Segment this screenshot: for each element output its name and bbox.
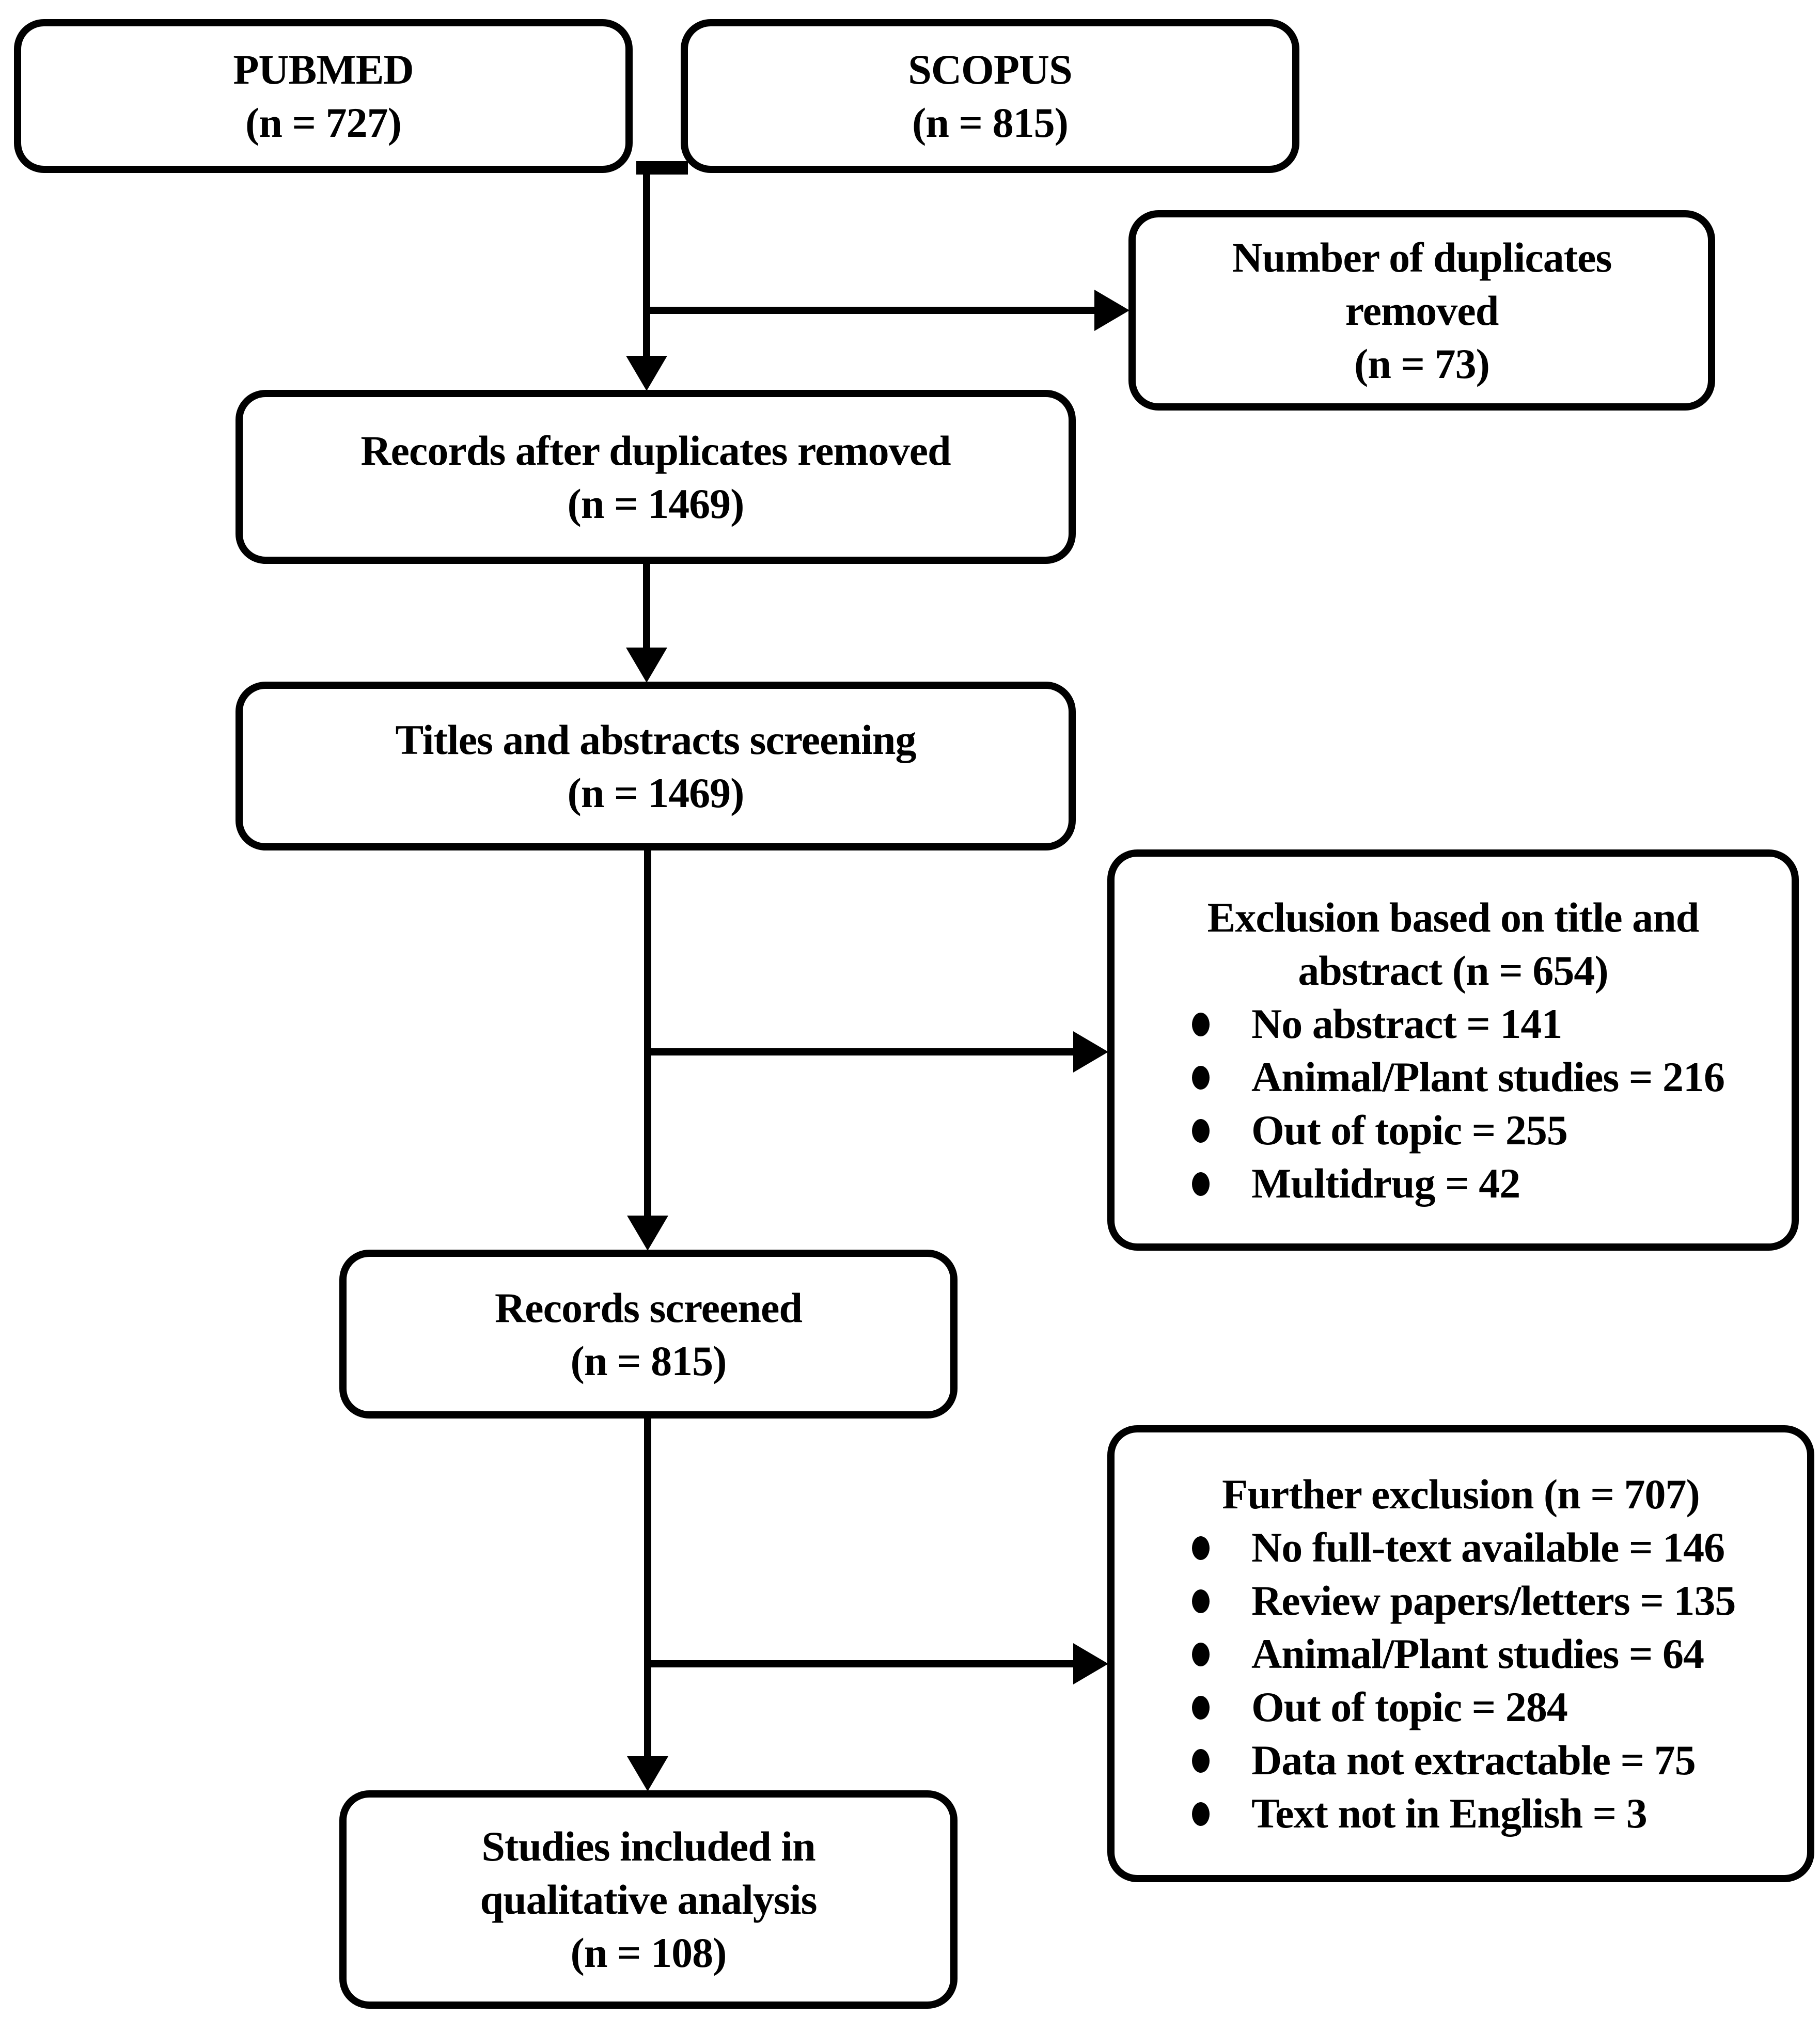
exclusion1-title-line1: Exclusion based on title and (1207, 893, 1700, 941)
bullet-icon (1192, 1172, 1210, 1196)
bullet-icon (1192, 1065, 1210, 1090)
records-after-count: (n = 1469) (567, 480, 745, 527)
exclusion2-item: Animal/Plant studies = 64 (1251, 1630, 1704, 1677)
bullet-icon (1192, 1749, 1210, 1773)
connector-to-exclusion2 (644, 1660, 1078, 1667)
list-item: Out of topic = 255 (1176, 1104, 1792, 1157)
list-item: No abstract = 141 (1176, 997, 1792, 1050)
bullet-icon (1192, 1643, 1210, 1666)
exclusion2-item: Review papers/letters = 135 (1251, 1577, 1736, 1624)
box-duplicates-removed: Number of duplicates removed (n = 73) (1128, 210, 1715, 411)
box-titles-abstracts-screening: Titles and abstracts screening (n = 1469… (236, 682, 1076, 850)
box-records-screened: Records screened (n = 815) (339, 1250, 958, 1419)
pubmed-count: (n = 727) (245, 99, 402, 146)
bullet-icon (1192, 1118, 1210, 1143)
connector-records-to-screening (643, 564, 650, 649)
box-scopus: SCOPUS (n = 815) (681, 19, 1299, 173)
arrow-right-icon (1094, 290, 1129, 331)
list-item: Multidrug = 42 (1176, 1157, 1792, 1210)
exclusion1-list: No abstract = 141 Animal/Plant studies =… (1115, 997, 1792, 1210)
connector-records-screened-to-studies (644, 1419, 651, 1759)
connector-screening-to-records-screened (644, 850, 651, 1218)
scopus-title: SCOPUS (908, 46, 1073, 93)
exclusion2-title: Further exclusion (n = 707) (1222, 1471, 1700, 1518)
studies-included-line2: qualitative analysis (480, 1876, 817, 1923)
arrow-right-icon (1073, 1031, 1108, 1073)
connector-to-exclusion1 (644, 1048, 1078, 1055)
list-item: Animal/Plant studies = 64 (1176, 1627, 1807, 1680)
exclusion1-item: Multidrug = 42 (1251, 1159, 1520, 1207)
exclusion2-item: No full-text available = 146 (1251, 1524, 1725, 1571)
connector-sources-to-records (643, 170, 650, 367)
list-item: Text not in English = 3 (1176, 1787, 1807, 1840)
bullet-icon (1192, 1802, 1210, 1826)
bullet-icon (1192, 1589, 1210, 1613)
records-screened-count: (n = 815) (570, 1337, 727, 1384)
arrow-down-icon (627, 1756, 668, 1791)
bullet-icon (1192, 1012, 1210, 1036)
scopus-count: (n = 815) (912, 99, 1069, 146)
exclusion2-list: No full-text available = 146 Review pape… (1115, 1521, 1807, 1840)
duplicates-count: (n = 73) (1354, 340, 1490, 387)
bullet-icon (1192, 1536, 1210, 1560)
bullet-icon (1192, 1696, 1210, 1720)
list-item: Animal/Plant studies = 216 (1176, 1050, 1792, 1104)
duplicates-line2: removed (1345, 287, 1499, 334)
box-studies-included: Studies included in qualitative analysis… (339, 1790, 958, 2009)
arrow-down-icon (626, 356, 667, 391)
exclusion2-item: Out of topic = 284 (1251, 1683, 1568, 1730)
exclusion2-item: Text not in English = 3 (1251, 1790, 1648, 1837)
exclusion1-item: Animal/Plant studies = 216 (1251, 1053, 1725, 1100)
exclusion2-item: Data not extractable = 75 (1251, 1737, 1696, 1784)
titles-screening-count: (n = 1469) (567, 769, 745, 816)
exclusion1-item: No abstract = 141 (1251, 1000, 1562, 1047)
box-records-after-duplicates: Records after duplicates removed (n = 14… (236, 390, 1076, 564)
arrow-down-icon (626, 648, 667, 683)
exclusion1-title-line2: abstract (n = 654) (1298, 947, 1608, 994)
titles-screening-title: Titles and abstracts screening (395, 716, 917, 763)
arrow-down-icon (627, 1216, 668, 1251)
duplicates-line1: Number of duplicates (1232, 233, 1612, 281)
pubmed-title: PUBMED (233, 46, 414, 93)
list-item: Out of topic = 284 (1176, 1680, 1807, 1734)
studies-included-count: (n = 108) (570, 1929, 727, 1976)
list-item: Review papers/letters = 135 (1176, 1574, 1807, 1627)
connector-to-duplicates (643, 307, 1097, 314)
list-item: Data not extractable = 75 (1176, 1734, 1807, 1787)
studies-included-line1: Studies included in (481, 1823, 815, 1870)
box-further-exclusion: Further exclusion (n = 707) No full-text… (1107, 1425, 1814, 1882)
box-exclusion-title-abstract: Exclusion based on title and abstract (n… (1107, 849, 1799, 1251)
arrow-right-icon (1073, 1643, 1108, 1684)
records-screened-title: Records screened (494, 1284, 803, 1331)
list-item: No full-text available = 146 (1176, 1521, 1807, 1574)
box-pubmed: PUBMED (n = 727) (14, 19, 633, 173)
records-after-title: Records after duplicates removed (360, 427, 951, 474)
exclusion1-item: Out of topic = 255 (1251, 1106, 1568, 1154)
